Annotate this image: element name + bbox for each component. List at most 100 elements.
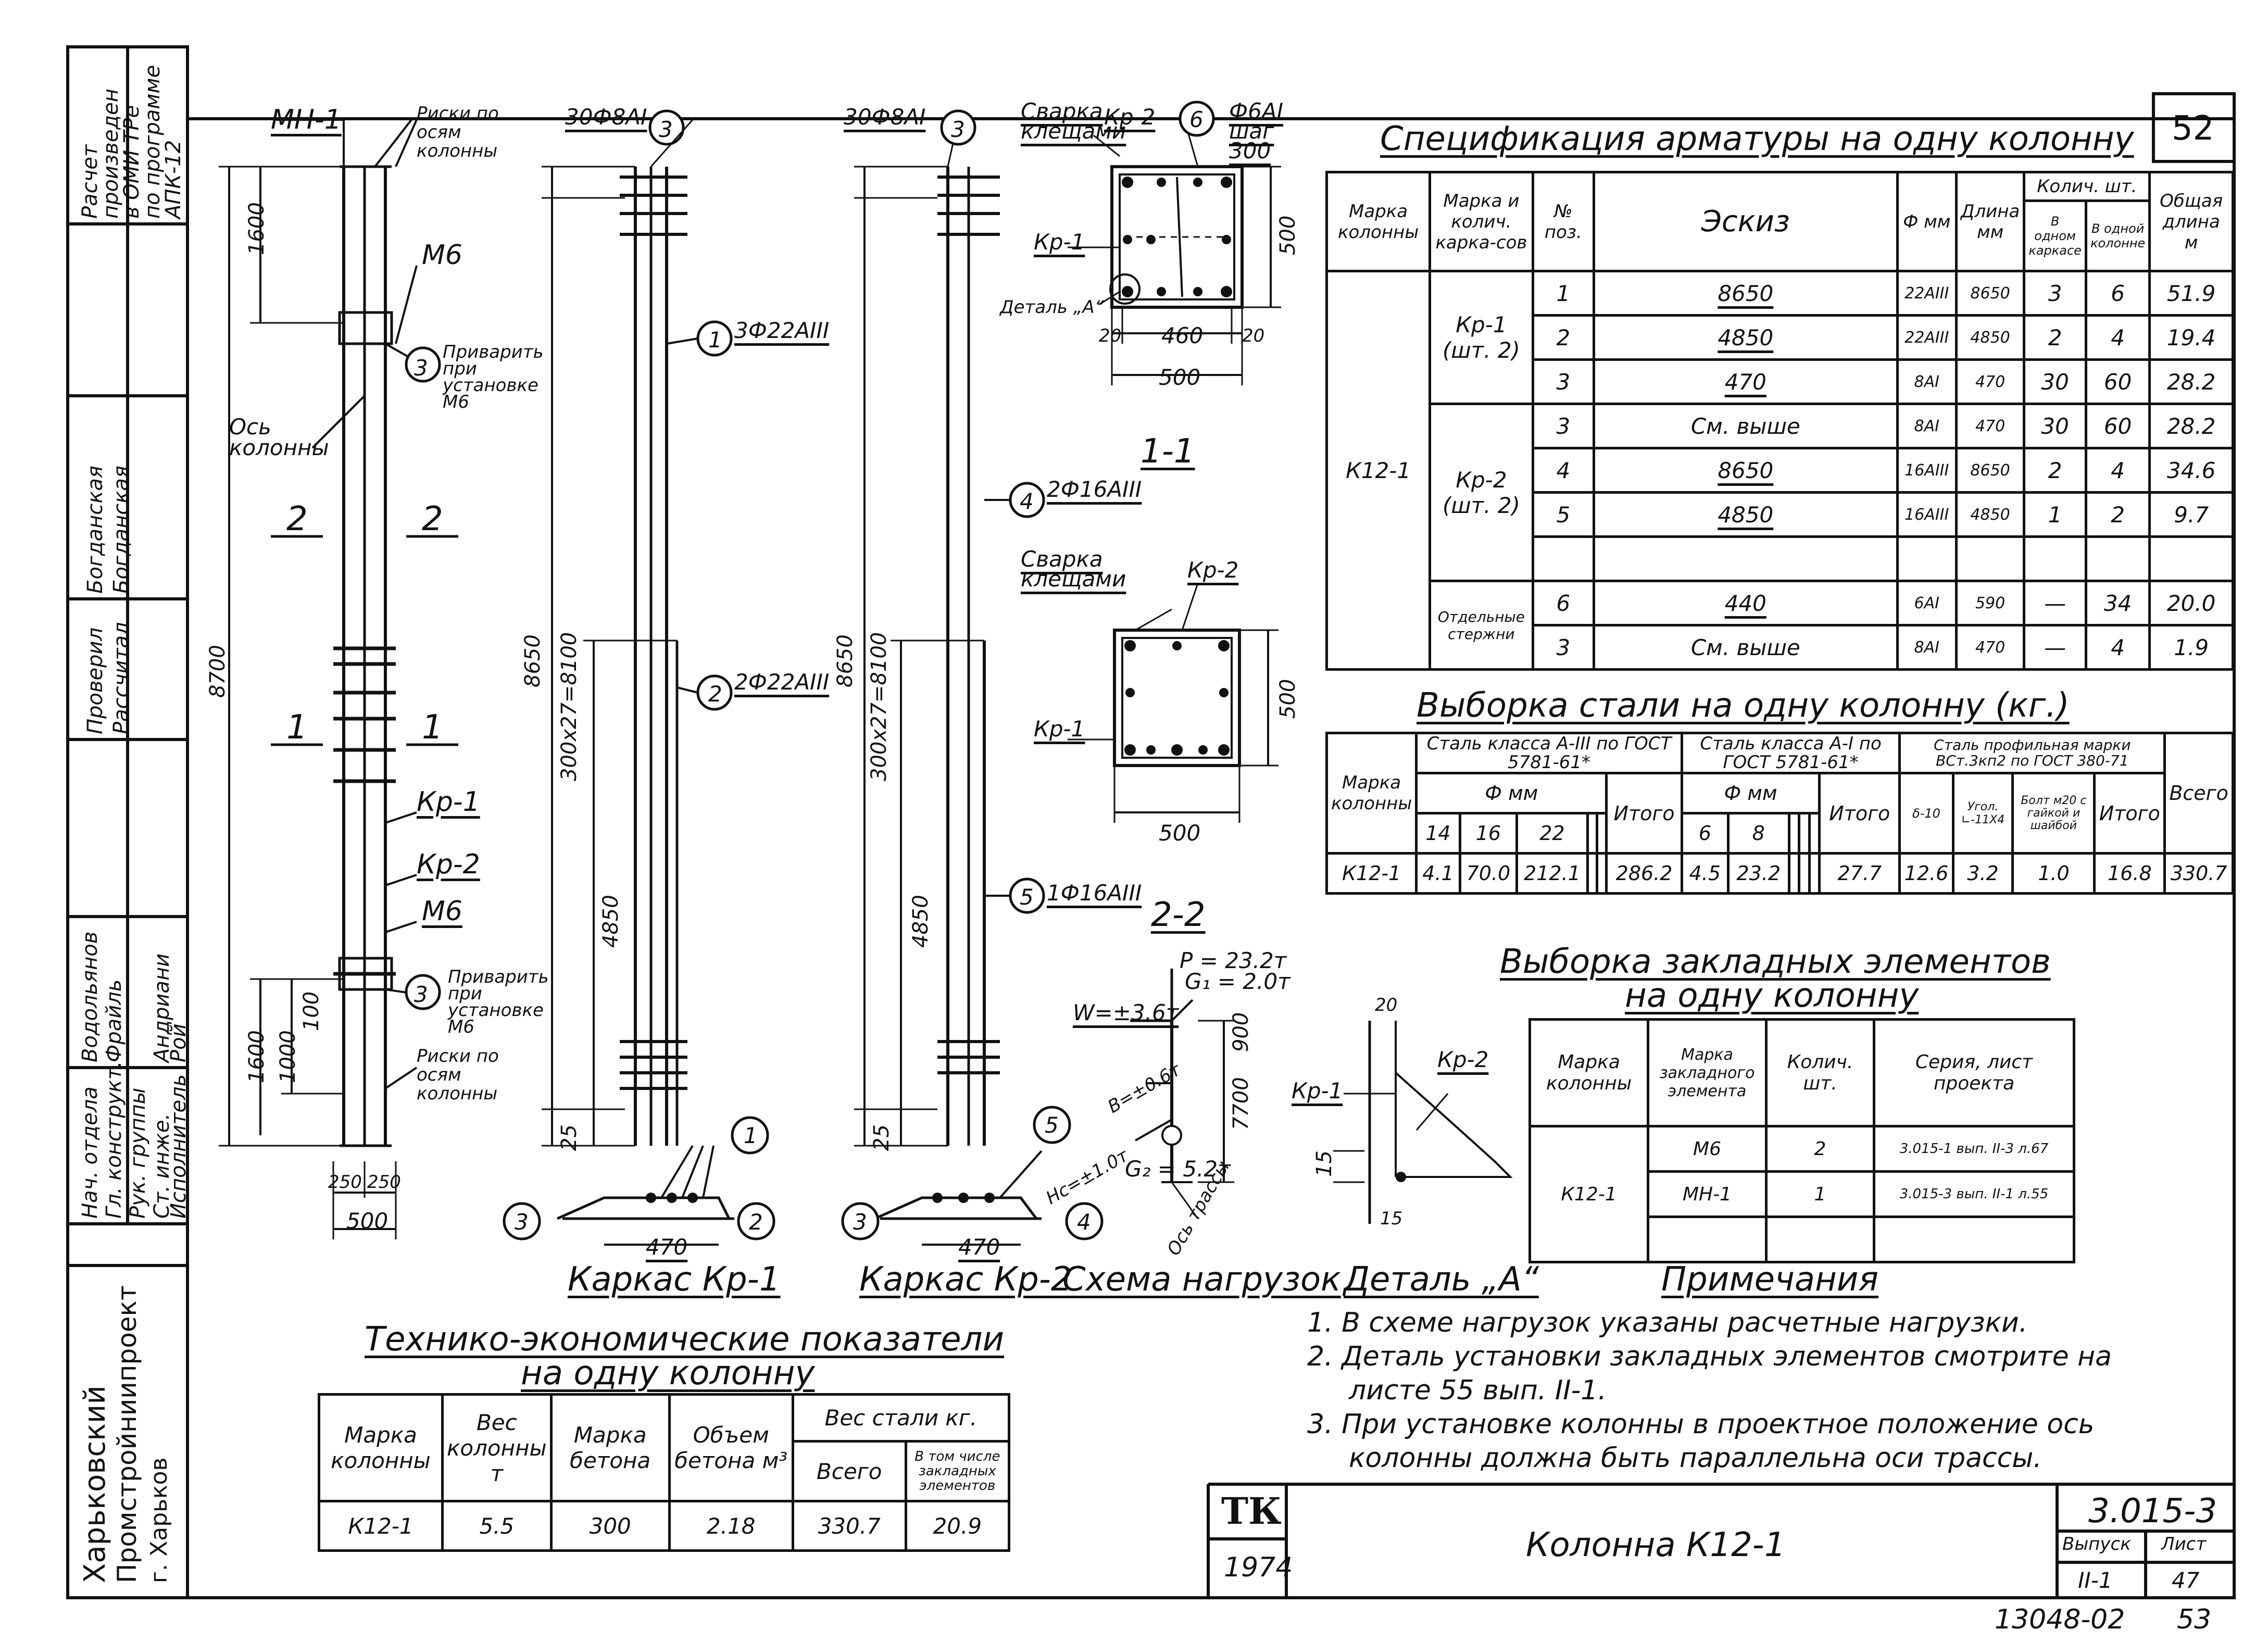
vyb-h-d8: 8 [1726,812,1790,855]
spec-h-poz: № поз. [1531,171,1595,272]
zak-empty-ser [1873,1215,2075,1263]
dim-1000: 1000 [276,1030,300,1083]
vyb-h-itogo-a1: Итого [1818,772,1901,855]
circle-3-bottom: 3 [414,982,428,1007]
spec-eskiz-1: 8650 [1592,270,1899,317]
stamp-note-5: АПК-12 [161,140,185,219]
label-os-kolonny: Ось колонны [229,414,329,460]
tep-title-2: на одну колонну [521,1354,815,1393]
stamp-name-gl: Фрайль [102,979,126,1062]
load-G1: G₁ = 2.0т [1185,969,1290,994]
spec-q1-2: 2 [2023,314,2087,361]
spec-eskiz-4: См. выше [1592,403,1899,449]
label-privarit-top: Приварить при установке М6 [443,342,544,412]
stamp-role-rasschital: Рассчитал [109,622,133,734]
stamp-role-isp: Исполнитель [167,1074,191,1219]
stamp-role-nach: Нач. отдела [78,1086,102,1219]
label-privarit-bottom: Приварить при установке М6 [448,967,549,1037]
load-W: W=±3.6т [1073,1000,1179,1025]
dim-1600-top: 1600 [245,202,269,255]
spec-d-3: 8АI [1896,358,1958,405]
spec-empty-q2 [2084,535,2151,582]
spec-h-q2: В одной колонне [2084,199,2151,272]
title-vypusk: II-1 [2078,1568,2113,1593]
label-kr1-rebar-top: 30Ф8АI [565,104,647,130]
spec-empty-eskiz [1592,535,1899,582]
tep-zak: 20.9 [904,1500,1011,1552]
vyb-it3: 16.8 [2093,852,2166,895]
note-1: 1. В схеме нагрузок указаны расчетные на… [1307,1307,2028,1338]
vyb-h-mark: Марка колонны [1325,732,1418,855]
spec-len-5: 8650 [1954,447,2026,494]
bottom-code: 13048-02 [1995,1604,2125,1635]
spec-total-3: 28.2 [2148,358,2234,405]
tep-h-stal: Вес стали кг. [791,1393,1011,1443]
spec-eskiz-3: 470 [1592,358,1899,405]
spec-poz-7: 6 [1531,580,1595,626]
label-kr2: Кр-2 [417,849,480,880]
spec-empty-total [2148,535,2234,582]
vyb-d14: 4.1 [1415,852,1461,895]
vyb-h-bolt: Болт м20 с гайкой и шайбой [2011,772,2096,855]
zak-el-2: МН-1 [1647,1170,1768,1218]
spec-eskiz-2: 4850 [1592,314,1899,361]
zak-h-mark: Марка колонны [1528,1018,1649,1127]
zak-qty-1: 2 [1765,1125,1875,1173]
label-kr2-detail: Кр-2 [1437,1047,1489,1072]
zak-ser-1: 3.015-1 вып. II-3 л.67 [1873,1125,2075,1173]
spec-mark: К12-1 [1325,270,1432,671]
dim-300x27-kr1: 300х27=8100 [557,632,581,781]
vyb-blank-c [1787,852,1801,895]
vyb-h-d16: 16 [1458,812,1519,855]
spec-len-4: 470 [1954,403,2026,449]
circle-4-kr2-sec: 4 [1077,1209,1091,1235]
dim-470-kr2: 470 [958,1234,1000,1260]
vyb-h-d22: 22 [1515,812,1589,855]
vyb-d8: 23.2 [1726,852,1790,895]
spec-q2-3: 60 [2084,358,2151,405]
tep-h-mark: Марка колонны [318,1393,444,1502]
vyb-vsego: 330.7 [2163,852,2234,895]
title-list-label: Лист [2161,1534,2207,1555]
spec-q1-4: 30 [2023,403,2087,449]
stamp-org-1: Харьковский [78,1385,112,1583]
label-kr2-sec22: Кр-2 [1187,557,1239,583]
spec-d-5: 16АIII [1896,447,1958,494]
dim-8700: 8700 [206,645,230,698]
dim-900: 900 [1229,1012,1253,1052]
dim-500-column: 500 [346,1208,389,1234]
circle-3-kr1-sec: 3 [515,1209,529,1235]
label-pos2: 2Ф22АIII [734,669,830,695]
zak-empty-qty [1765,1215,1875,1263]
vyb-ug: 3.2 [1951,852,2014,895]
label-riski-bottom: Риски по осям колонны [417,1046,499,1104]
caption-kr1: Каркас Кр-1 [568,1260,781,1299]
note-3: 3. При установке колонны в проектное пол… [1307,1409,2095,1440]
dim-20-right: 20 [1242,325,1265,346]
vyb-h-d6: 6 [1680,812,1730,855]
vyb-mark: К12-1 [1325,852,1418,895]
spec-q2-8: 4 [2084,624,2151,671]
circle-5-kr2-sec: 5 [1045,1112,1059,1138]
spec-q2-2: 4 [2084,314,2151,361]
dim-8650-kr1: 8650 [521,634,545,687]
title-name: Колонна К12-1 [1526,1526,1786,1564]
spec-d-7: 6АI [1896,580,1958,626]
stamp-name-rasschital: Богданская [109,466,133,594]
tep-h-zak: В том числе закладных элементов [904,1440,1011,1502]
zaklad-table: Марка колонны Марка закладного элемента … [1528,1018,2075,1263]
spec-eskiz-6: 4850 [1592,491,1899,538]
vyb-d6: 4.5 [1680,852,1730,895]
tep-vsego: 330.7 [791,1500,907,1552]
vyb-h-blank-5 [1808,812,1821,855]
label-sec2-right: 2 [422,500,443,538]
dim-15-bottom: 15 [1380,1208,1403,1229]
tep-h-beton: Марка бетона [549,1393,671,1502]
label-pos5: 1Ф16АIII [1047,880,1142,906]
dim-8650-kr2: 8650 [833,634,857,687]
stamp-org-2: Промстройниипроект [112,1285,142,1583]
spec-h-karkas: Марка и колич. карка-сов [1429,171,1534,272]
spec-eskiz-7: 440 [1592,580,1899,626]
